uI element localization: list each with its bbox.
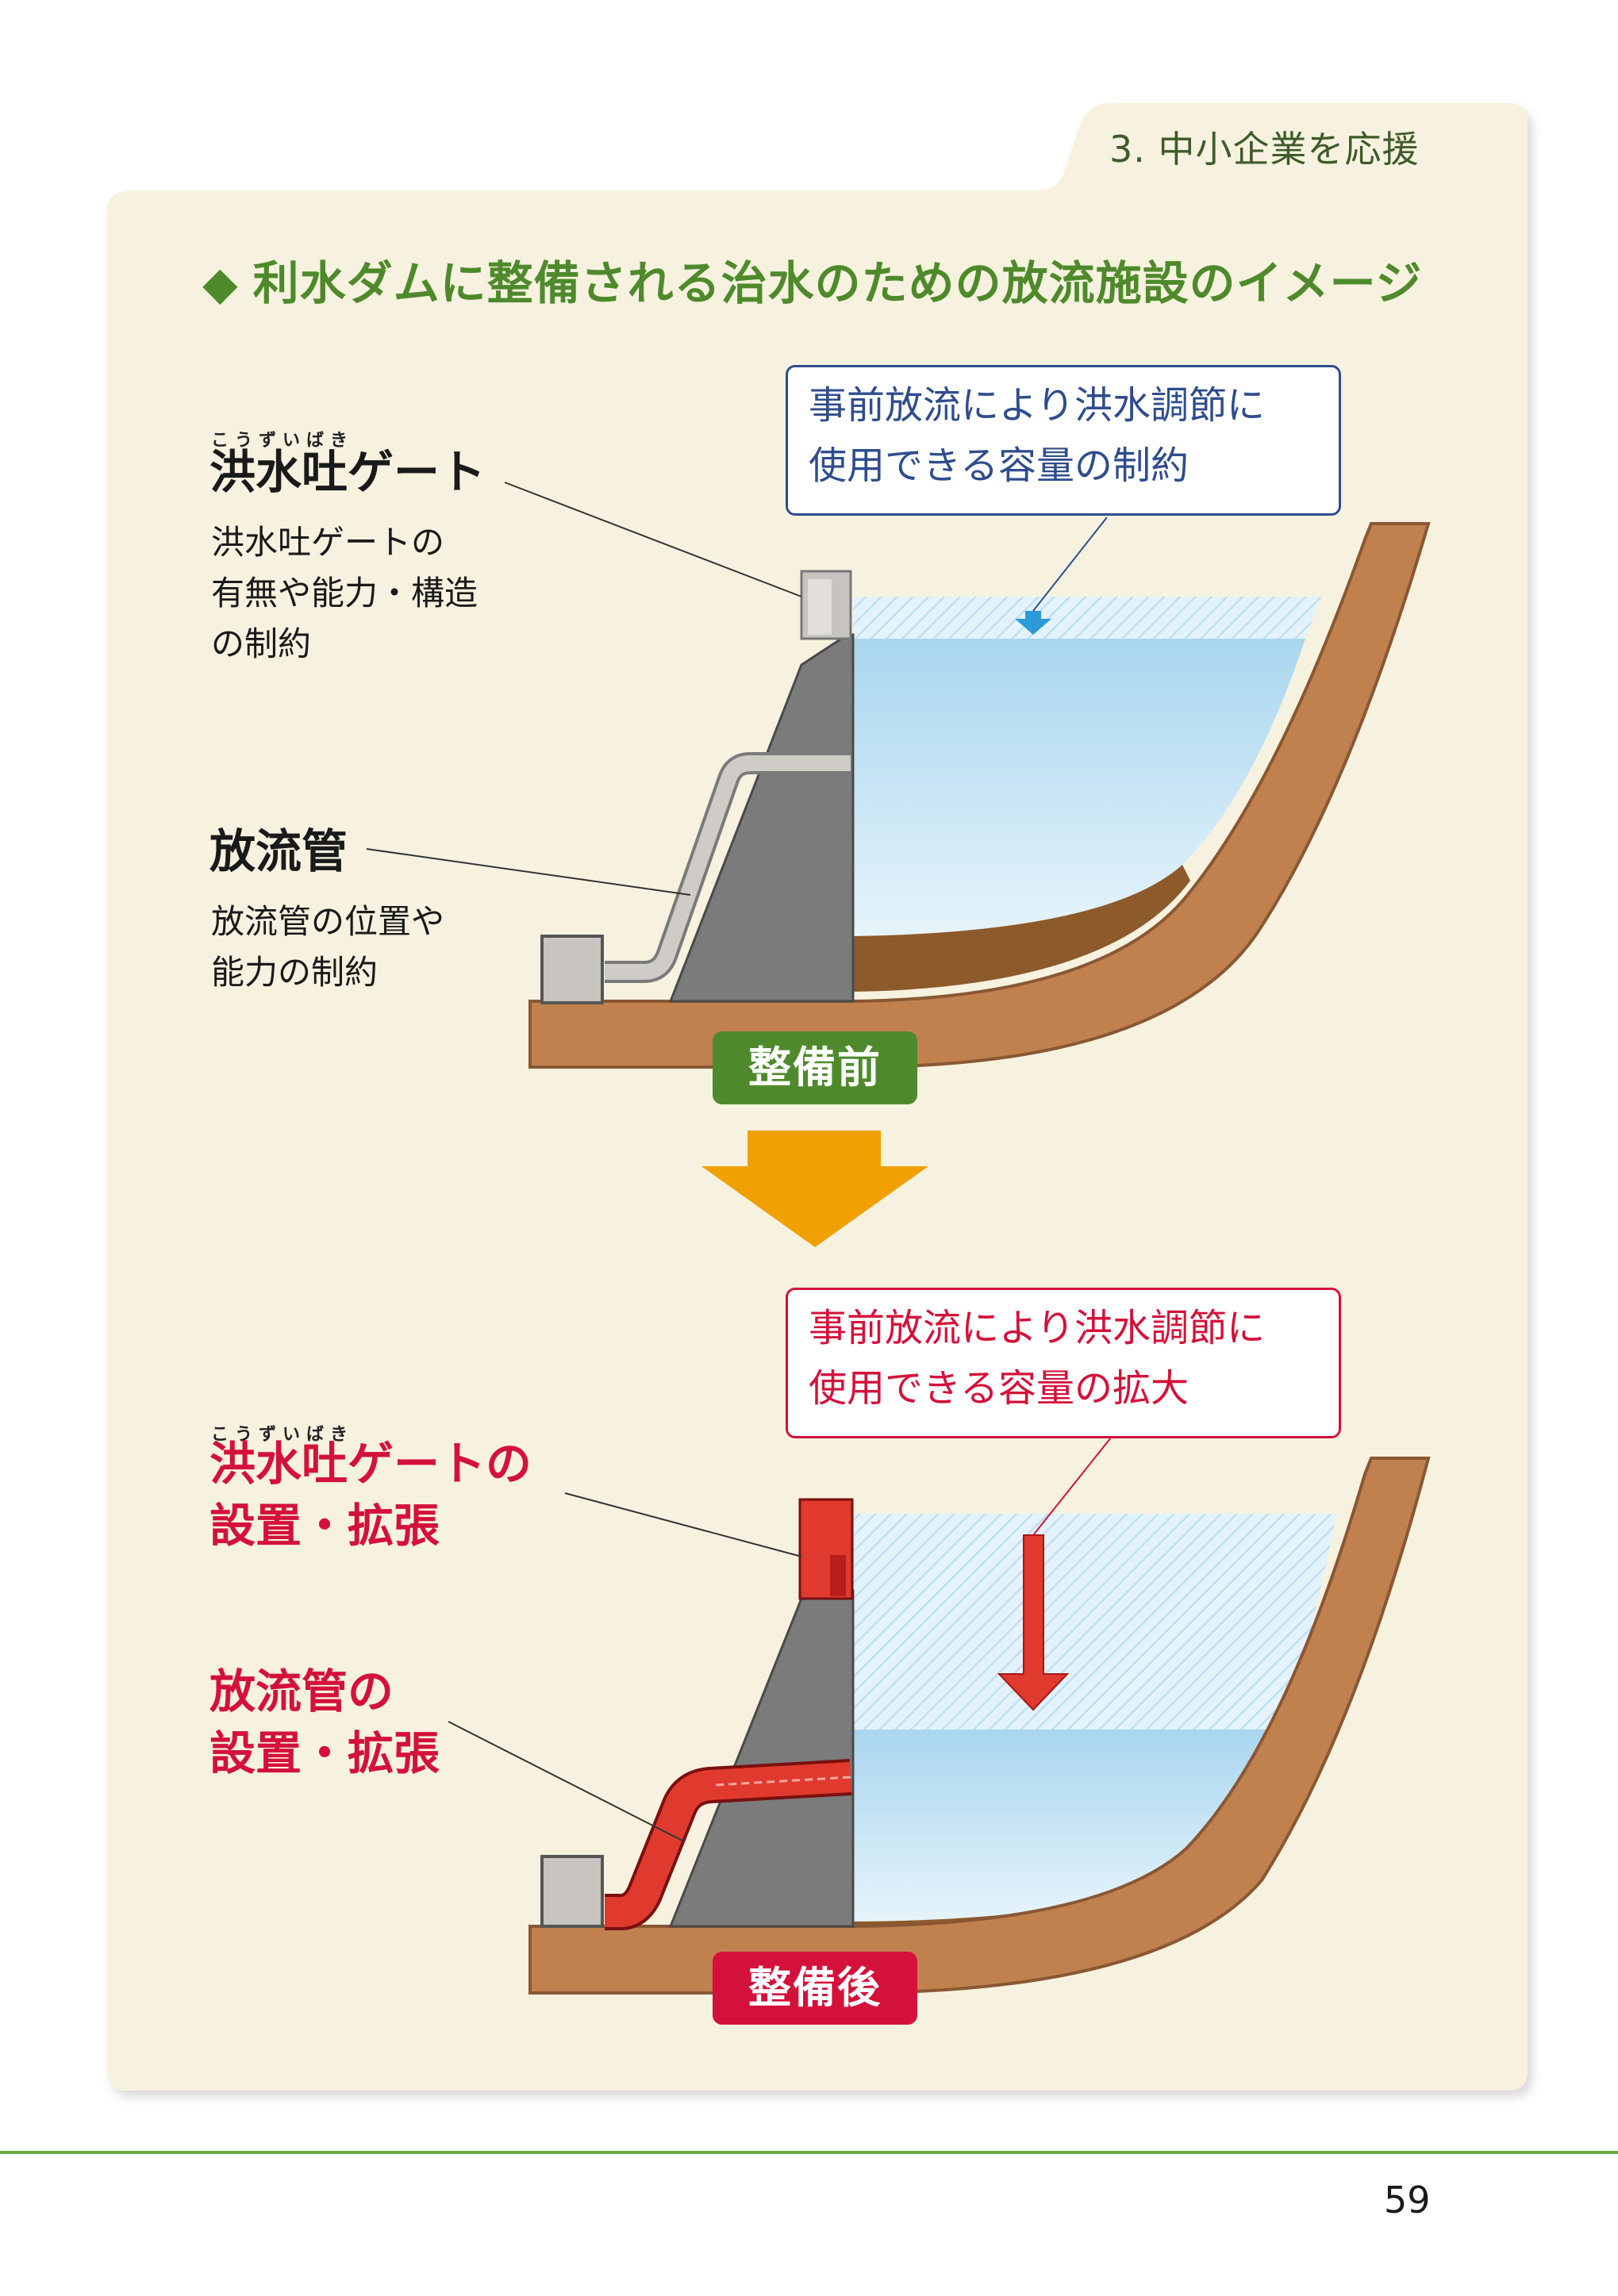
after-powerhouse (540, 1855, 604, 1928)
after-spillway-label: 洪水吐ゲートの 設置・拡張 (209, 1437, 532, 1553)
before-ground (528, 522, 1431, 1069)
heading-title: 利水ダムに整備される治水のための放流施設のイメージ (252, 256, 1423, 310)
before-capacity-band (853, 597, 1321, 639)
before-water-arrow (1015, 611, 1051, 635)
transition-arrow (701, 1131, 928, 1247)
before-outlet-label: 放流管 (209, 824, 348, 878)
after-callout: 事前放流により洪水調節に 使用できる容量の拡大 (786, 1288, 1341, 1438)
before-spillway-ruby: こうずいばき (211, 431, 355, 451)
after-ground (528, 1457, 1431, 1995)
before-spillway-label: 洪水吐ゲート (209, 445, 486, 499)
before-powerhouse (540, 935, 604, 1004)
section-tab: 3. 中小企業を応援 (1109, 128, 1420, 171)
before-outlet-description: 放流管の位置や 能力の制約 (211, 902, 445, 992)
before-spillway-description: 洪水吐ゲートの 有無や能力・構造 の制約 (211, 523, 478, 663)
page-number: 59 (1384, 2179, 1431, 2221)
after-water-arrow (997, 1534, 1070, 1711)
after-spillway-ruby: こうずいばき (211, 1425, 355, 1445)
after-capacity-band (853, 1514, 1337, 1730)
after-diagram (448, 1437, 1431, 1995)
before-diagram (366, 482, 1431, 1069)
diamond-icon: ◆ (202, 256, 239, 310)
page-heading: ◆利水ダムに整備される治水のための放流施設のイメージ (202, 246, 1422, 313)
before-reservoir-water (853, 639, 1305, 936)
after-badge: 整備後 (713, 1952, 917, 2025)
before-callout: 事前放流により洪水調節に 使用できる容量の制約 (786, 365, 1341, 516)
after-reservoir-water (853, 1730, 1289, 1922)
after-outlet-label: 放流管の 設置・拡張 (209, 1664, 440, 1780)
before-badge: 整備前 (713, 1031, 917, 1104)
